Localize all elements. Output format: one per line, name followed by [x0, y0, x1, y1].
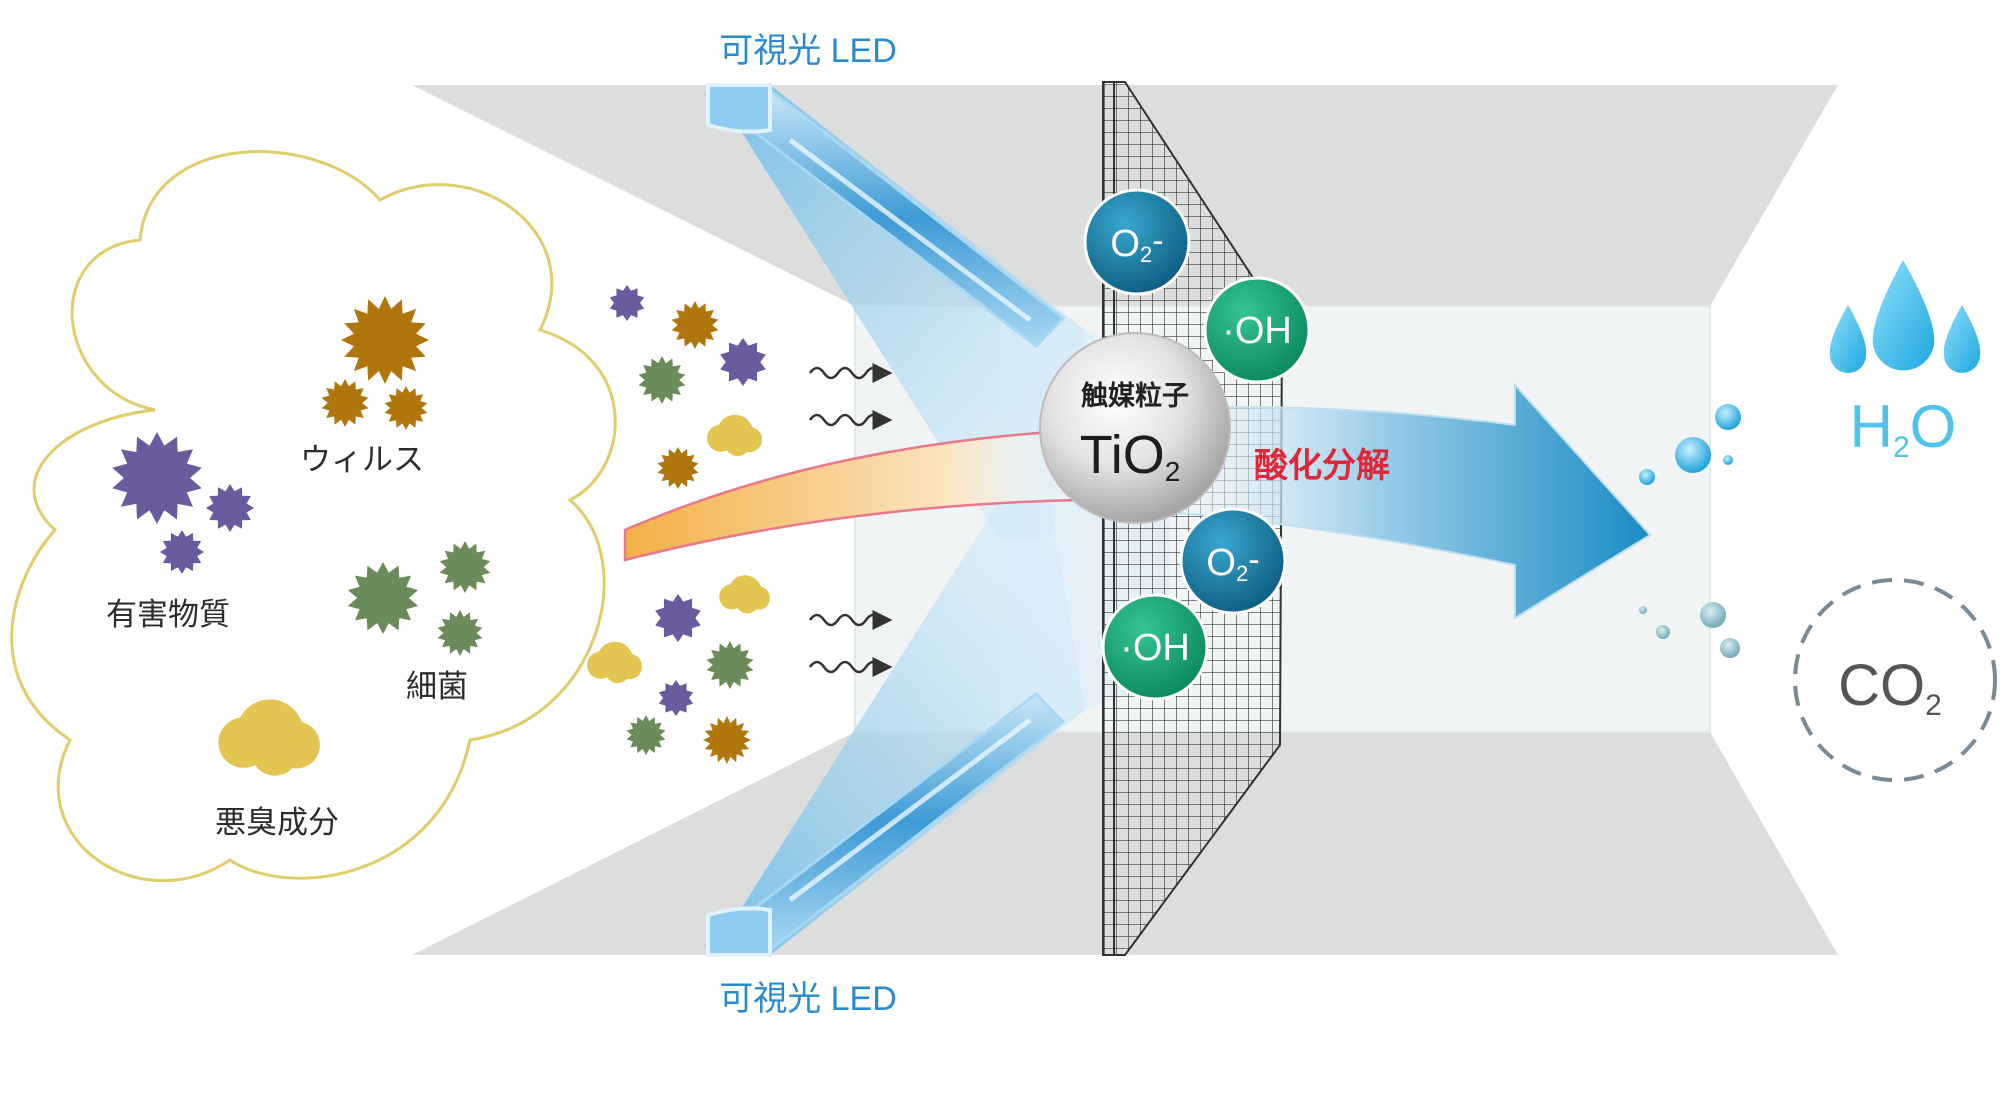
- decomposition-label: 酸化分解: [1254, 446, 1390, 486]
- particles: [112, 285, 770, 776]
- harmful-substances-cloud: 有害物質 ウィルス 細菌 悪臭成分: [10, 150, 617, 883]
- svg-text:·OH: ·OH: [1120, 627, 1190, 669]
- led-label-bottom: 可視光 LED: [719, 980, 897, 1018]
- water-drops: [1829, 260, 1981, 373]
- ion-oh-bottom: ·OH: [1101, 593, 1209, 701]
- odor-particle: [707, 414, 763, 457]
- svg-text:O2-: O2-: [1110, 222, 1163, 267]
- odor-particle: [218, 699, 320, 776]
- svg-text:O2-: O2-: [1206, 541, 1259, 586]
- virus-purple-particle: [720, 338, 766, 386]
- water-drop-icon: [1872, 260, 1935, 371]
- virus-purple-particle: [658, 680, 694, 716]
- tio2-formula: TiO2: [1080, 425, 1181, 487]
- water-drop-icon: [1829, 305, 1867, 373]
- virus-brown-particle: [341, 296, 429, 384]
- catalyst-particle: 触媒粒子 TiO2: [1039, 332, 1231, 524]
- wavy-arrow-icon: [808, 610, 893, 630]
- virus-brown-particle: [321, 379, 369, 427]
- virus-purple-particle: [655, 594, 701, 642]
- label-virus: ウィルス: [300, 442, 424, 478]
- virus-purple-particle: [160, 530, 204, 574]
- airflow-wavy-arrows: [808, 363, 893, 677]
- co2-ring: CO2: [1793, 578, 1997, 782]
- led-label-top: 可視光 LED: [719, 32, 897, 70]
- wavy-arrow-icon: [808, 410, 893, 430]
- svg-text:·OH: ·OH: [1222, 310, 1292, 352]
- virus-brown-particle: [657, 447, 699, 489]
- bacteria-particle: [437, 610, 483, 656]
- virus-purple-particle: [206, 484, 254, 532]
- bacteria-particle: [626, 715, 666, 755]
- bacteria-particle: [706, 641, 754, 689]
- label-harmful: 有害物質: [106, 597, 230, 633]
- ion-oh-top: ·OH: [1203, 276, 1311, 384]
- ion-o2-top: O2-: [1083, 188, 1191, 296]
- led-tube-bottom-icon: [701, 691, 1066, 957]
- virus-brown-particle: [384, 386, 428, 430]
- water-drop-icon: [1943, 305, 1981, 373]
- virus-brown-particle: [703, 716, 751, 764]
- virus-purple-particle: [112, 432, 202, 524]
- ion-o2-bottom: O2-: [1179, 507, 1287, 615]
- h2o-label: H2O: [1850, 393, 1957, 464]
- odor-particle: [719, 575, 770, 614]
- wavy-arrow-icon: [808, 363, 893, 383]
- catalyst-label: 触媒粒子: [1081, 380, 1189, 412]
- bacteria-particle: [439, 541, 491, 593]
- bacteria-particle: [347, 562, 419, 634]
- bubbles: [1639, 404, 1741, 658]
- label-bacteria: 細菌: [406, 669, 468, 705]
- wavy-arrow-icon: [808, 657, 893, 677]
- led-tube-top-icon: [701, 83, 1066, 349]
- odor-particle: [587, 641, 643, 684]
- co2-label: CO2: [1838, 653, 1942, 722]
- bacteria-particle: [638, 356, 686, 404]
- virus-brown-particle: [671, 301, 719, 349]
- virus-purple-particle: [609, 285, 645, 321]
- label-odor: 悪臭成分: [215, 805, 339, 841]
